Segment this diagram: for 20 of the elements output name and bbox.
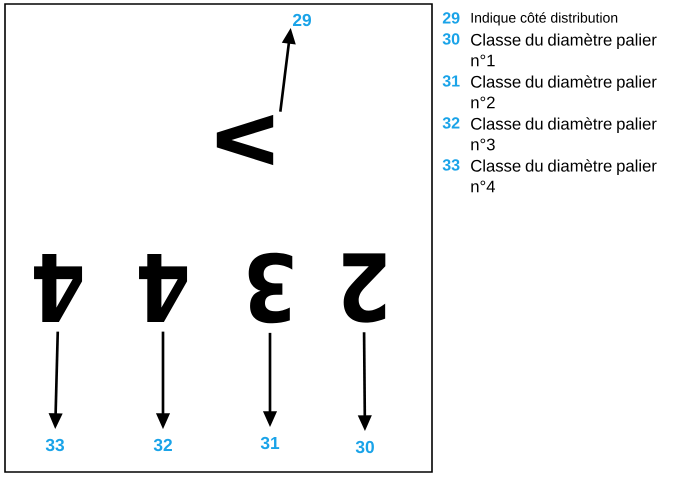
callout-number: 33	[46, 438, 64, 452]
legend-text: Classe du diamètre palier n°4	[471, 159, 657, 192]
legend-number: 29	[442, 12, 460, 24]
legend-text: Classe du diamètre palier n°3	[471, 117, 657, 150]
engraved-character: 3	[248, 252, 292, 324]
legend-number: 33	[442, 159, 460, 171]
callout-number: 32	[154, 438, 172, 452]
engraved-character: 4	[139, 254, 188, 322]
legend-number: 31	[442, 75, 460, 87]
callout-number: 30	[356, 440, 374, 454]
legend-text: Classe du diamètre palier n°2	[471, 75, 657, 108]
engraved-character: 2	[343, 253, 386, 323]
legend-text: Classe du diamètre palier n°1	[471, 33, 657, 66]
callout-number: 29	[292, 14, 311, 26]
legend-number: 30	[442, 33, 460, 45]
legend-text: Indique côté distribution	[472, 12, 618, 26]
engraved-character: V	[216, 114, 274, 166]
engraved-character: 4	[34, 254, 82, 322]
callout-number: 31	[260, 436, 280, 450]
legend-number: 32	[442, 117, 460, 129]
